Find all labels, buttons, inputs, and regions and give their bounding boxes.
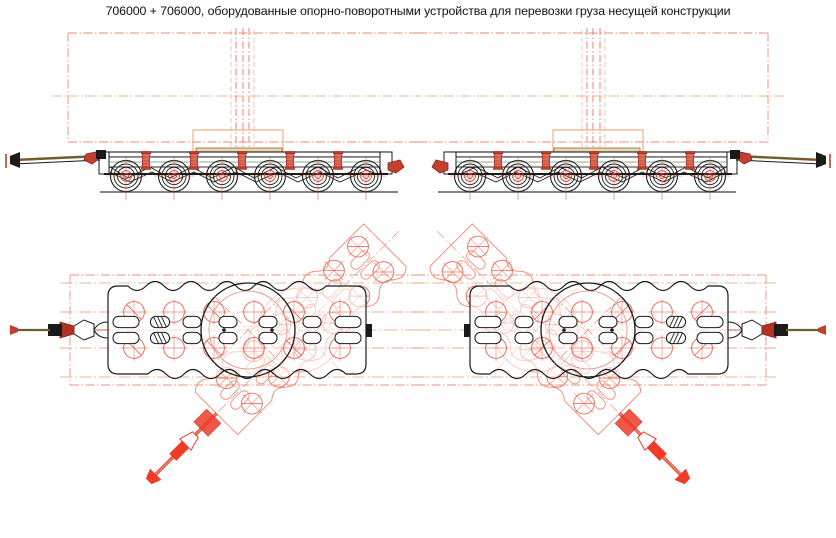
coupler-left-unit xyxy=(387,159,405,174)
plan-end-stub-left xyxy=(366,324,372,337)
coupler-right-unit xyxy=(431,159,449,174)
cargo-outline-left xyxy=(67,32,420,143)
plan-view-right xyxy=(406,223,826,485)
side-elevation-left xyxy=(5,28,420,201)
platform-body-left xyxy=(107,280,367,380)
plan-end-stub-right xyxy=(464,324,470,337)
page-title: 706000 + 706000, оборудованные опорно-по… xyxy=(105,4,731,18)
rotated-drawbar-right xyxy=(614,408,691,485)
plan-drawbar-right xyxy=(727,319,826,341)
support-centerlines-left xyxy=(235,28,250,152)
drawbar-right xyxy=(730,150,831,168)
plan-view-left xyxy=(10,223,430,485)
rotated-drawbar xyxy=(145,408,222,485)
turntable-right xyxy=(540,282,636,378)
support-centerlines-right xyxy=(586,28,601,152)
support-centerlines-outer-left xyxy=(230,30,255,150)
turntable-left xyxy=(200,282,296,378)
plan-drawbar-left xyxy=(10,319,109,341)
side-elevation-right xyxy=(416,28,831,201)
drawbar-left xyxy=(5,150,106,168)
platform-body-right xyxy=(469,280,729,380)
cargo-outline-right xyxy=(416,32,769,143)
support-centerlines-outer-right xyxy=(581,30,606,150)
